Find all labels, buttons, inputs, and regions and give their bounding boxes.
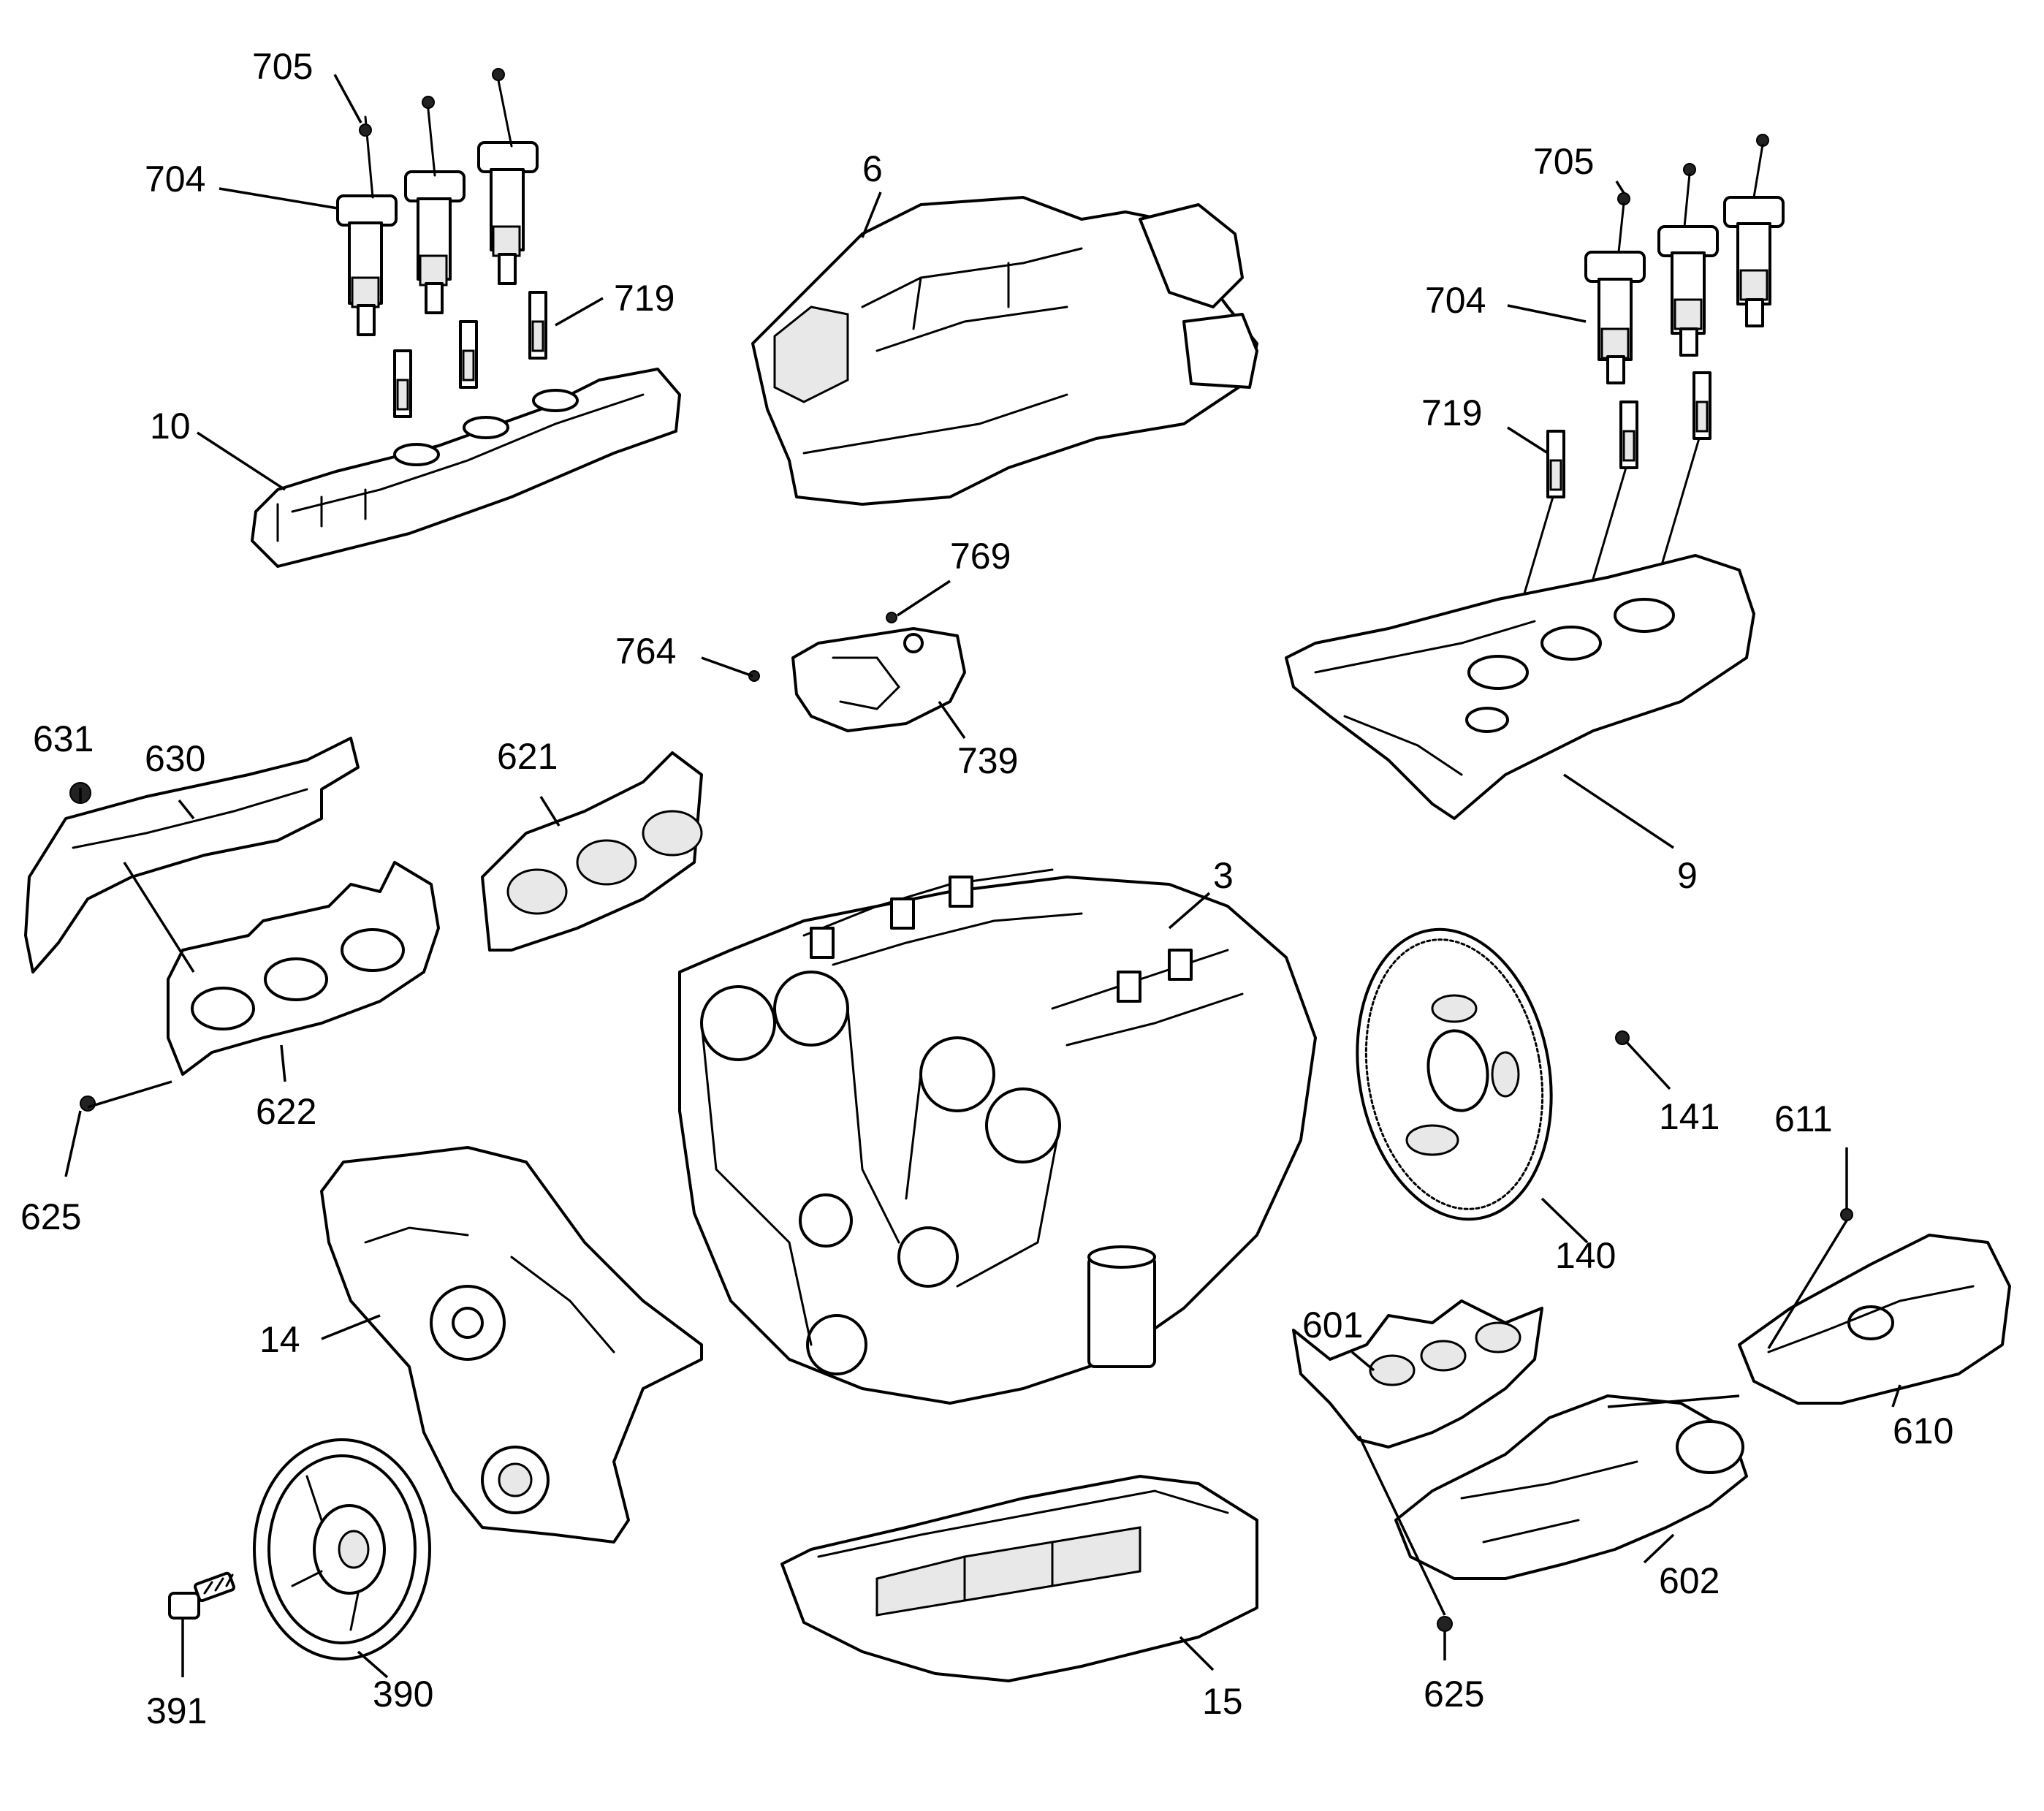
ignition-coil-left-3 <box>477 72 539 285</box>
leader-lines <box>64 74 1901 1679</box>
left-valve-cover-assembly <box>251 68 681 568</box>
callout-705-left: 705 <box>252 46 313 87</box>
bracket <box>748 612 966 732</box>
callout-719-right: 719 <box>1421 392 1482 433</box>
callout-391: 391 <box>146 1690 207 1731</box>
left-exhaust-manifold <box>80 861 440 1112</box>
callout-labels: 705 704 719 10 6 705 704 719 9 769 764 7… <box>20 46 1953 1731</box>
ignition-coil-right-3 <box>1723 196 1785 327</box>
callout-9: 9 <box>1677 855 1698 896</box>
callout-14: 14 <box>259 1319 300 1360</box>
intake-manifold <box>751 196 1258 506</box>
oil-pan <box>780 1475 1258 1682</box>
callout-704-left: 704 <box>145 159 205 200</box>
flexplate <box>1356 927 1630 1221</box>
callout-630: 630 <box>145 738 205 779</box>
right-exhaust-manifold <box>1394 1394 1748 1632</box>
engine-block <box>678 868 1317 1405</box>
callout-625-right: 625 <box>1424 1674 1484 1715</box>
callout-621: 621 <box>497 736 558 777</box>
right-exhaust-heat-shield <box>1738 1208 2011 1405</box>
callout-769: 769 <box>950 536 1011 577</box>
ignition-coil-right-1 <box>1584 251 1646 384</box>
callout-705-right: 705 <box>1533 141 1594 182</box>
callout-602: 602 <box>1659 1560 1720 1601</box>
crankshaft-balancer <box>253 1438 431 1660</box>
callout-764: 764 <box>615 631 676 672</box>
ignition-coil-left-1 <box>336 115 398 336</box>
callout-704-right: 704 <box>1425 280 1486 321</box>
right-valve-cover-assembly <box>1285 134 1785 820</box>
callout-15: 15 <box>1202 1681 1243 1722</box>
right-valve-cover <box>1285 554 1755 820</box>
callout-611: 611 <box>1774 1098 1833 1139</box>
ignition-coil-left-2 <box>404 101 466 314</box>
callout-390: 390 <box>373 1674 433 1715</box>
callout-610: 610 <box>1893 1411 1953 1451</box>
callout-622: 622 <box>256 1091 316 1132</box>
callout-625-left: 625 <box>20 1196 81 1237</box>
callout-631: 631 <box>33 718 94 759</box>
coil-bolt-icon <box>359 68 505 137</box>
front-cover <box>320 1146 703 1544</box>
callout-141: 141 <box>1659 1096 1720 1137</box>
spark-plugs-left <box>393 291 547 418</box>
callout-3: 3 <box>1213 855 1234 896</box>
callout-10: 10 <box>150 406 191 447</box>
callout-140: 140 <box>1555 1235 1616 1276</box>
ignition-coil-right-2 <box>1657 225 1719 357</box>
left-exhaust-gasket <box>481 751 703 952</box>
callout-6: 6 <box>862 148 883 189</box>
balancer-bolt <box>168 1571 235 1620</box>
left-head-cover <box>251 368 681 568</box>
callout-719-left: 719 <box>614 278 675 319</box>
right-exhaust-gasket <box>1292 1299 1543 1449</box>
spark-plugs-right <box>1546 371 1711 498</box>
callout-739: 739 <box>957 740 1018 781</box>
callout-601: 601 <box>1302 1305 1363 1345</box>
